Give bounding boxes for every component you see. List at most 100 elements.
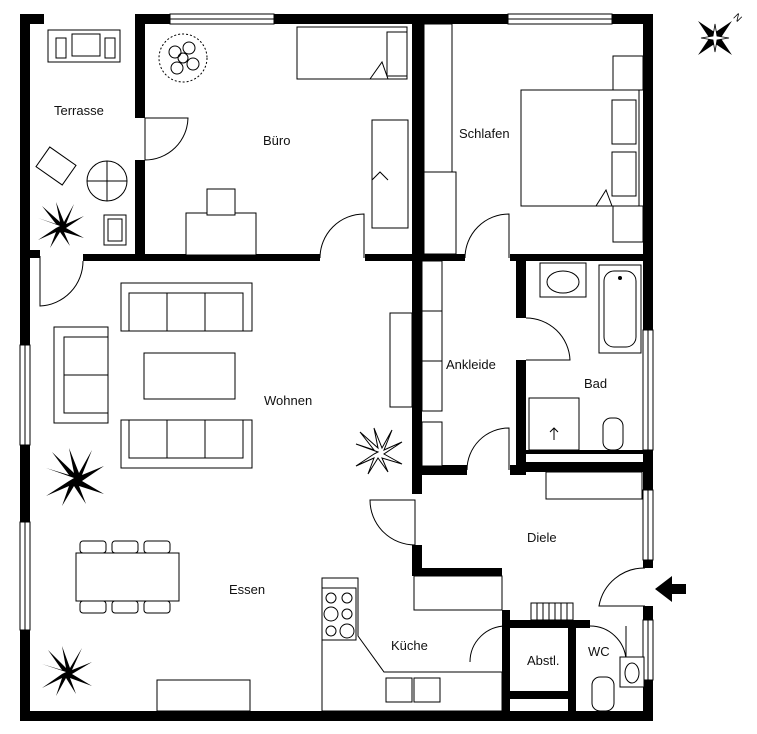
dining-table [75, 552, 180, 602]
doors [39, 117, 646, 663]
buero-shelf-box [386, 31, 408, 77]
wall-wohnen-ankleide [412, 254, 422, 494]
outer-wall-right-5 [643, 680, 653, 721]
outer-wall-top-3 [274, 14, 508, 24]
room-label-kueche: Küche [391, 638, 428, 653]
wc-furniture [591, 656, 645, 712]
plant-icon [38, 202, 84, 248]
stove [321, 587, 357, 641]
sideboard [156, 679, 251, 712]
room-label-diele: Diele [527, 530, 557, 545]
schlafen-furniture [423, 23, 644, 255]
kitchen-sink-2 [413, 677, 441, 703]
kitchen-upper-cabinet [413, 575, 503, 611]
room-labels: Terrasse Büro Schlafen Wohnen Ankleide B… [54, 103, 610, 668]
diele-cabinet [545, 471, 643, 500]
wall-abstl-top [502, 620, 572, 628]
wall-schlafen-bottom-1 [420, 254, 465, 261]
wall-wohnen-diele [412, 545, 422, 575]
room-label-abstl: Abstl. [527, 653, 560, 668]
outer-wall-top-4 [612, 14, 653, 24]
entrance-arrow-icon [655, 576, 686, 602]
diele-furniture [530, 471, 643, 621]
door-entrance [598, 567, 646, 607]
plant-icon [355, 427, 403, 475]
kitchen-sink-1 [385, 677, 413, 703]
buero-desk [185, 212, 257, 256]
room-label-terrasse: Terrasse [54, 103, 104, 118]
nightstand-1 [612, 55, 644, 91]
room-label-wc: WC [588, 644, 610, 659]
compass-rose-icon: N [698, 12, 744, 55]
wall-abstl-wc [568, 620, 576, 711]
plant-icon [42, 646, 92, 696]
ankleide-closet [421, 260, 443, 412]
door-ankleide [466, 427, 510, 471]
windows [19, 13, 654, 681]
outer-wall-top-2 [140, 14, 170, 24]
door-schlafen [464, 213, 510, 259]
room-label-bad: Bad [584, 376, 607, 391]
ankleide-cabinet [421, 421, 443, 467]
outer-wall-left-3 [20, 630, 30, 721]
compass-north-letter: N [731, 12, 744, 25]
room-label-essen: Essen [229, 582, 265, 597]
outer-wall-left-terrasse [20, 14, 30, 258]
door-abstl [469, 625, 507, 663]
bad-furniture [528, 262, 642, 451]
coffee-table [143, 352, 236, 400]
ankleide-furniture [421, 260, 443, 467]
outer-wall-bottom [20, 711, 653, 721]
wall-terrasse-buero-1 [135, 14, 145, 118]
door-wohnen-diele [369, 499, 416, 546]
wardrobe-bottom [423, 171, 457, 255]
toilet-bad [602, 417, 624, 451]
outer-wall-left-1 [20, 258, 30, 345]
toilet-wc [591, 676, 615, 712]
wall-terrasse-buero-2 [135, 160, 145, 260]
nightstand-2 [612, 205, 644, 243]
outer-wall-top-1 [20, 14, 44, 24]
wall-buero-schlafen [412, 14, 424, 264]
wall-ankleide-bad-2 [516, 360, 526, 472]
wall-bad-bottom [516, 462, 653, 472]
wohnen-furniture [46, 282, 413, 506]
door-buero-terrasse [144, 117, 189, 161]
wall-buero-wohnen-2 [365, 254, 420, 261]
door-terrasse-wohnen [39, 256, 84, 307]
room-label-wohnen: Wohnen [264, 393, 312, 408]
outer-wall-left-2 [20, 445, 30, 522]
terrace-chair-1 [35, 146, 77, 186]
door-wc [589, 625, 627, 661]
room-label-buero: Büro [263, 133, 290, 148]
door-bad [525, 317, 571, 361]
wc-sink [619, 656, 645, 688]
plant-icon [158, 33, 208, 83]
wall-buero-wohnen-1 [83, 254, 320, 261]
wall-ankleide-bottom-2 [510, 465, 526, 475]
buero-furniture [158, 26, 409, 256]
kueche-furniture [321, 575, 503, 712]
terrasse-furniture [35, 29, 128, 248]
room-label-schlafen: Schlafen [459, 126, 510, 141]
kitchen-counter [321, 577, 503, 712]
wall-ankleide-bad-1 [516, 258, 526, 318]
terrace-bench-seat [71, 33, 101, 57]
buero-chair [206, 188, 236, 216]
wall-ankleide-bottom-1 [412, 465, 467, 475]
shoe-rack [530, 602, 574, 621]
outer-wall-right-4 [643, 606, 653, 620]
wall-wc-top [576, 620, 590, 628]
wall-bad-bottom-inner [526, 450, 643, 454]
pillow-2 [611, 151, 637, 197]
plant-icon [46, 448, 104, 506]
shower [528, 397, 580, 451]
tv-board [389, 312, 413, 408]
room-label-ankleide: Ankleide [446, 357, 496, 372]
wall-kueche-top [412, 568, 502, 576]
wall-terrasse-bottom [20, 250, 40, 258]
wardrobe-top [423, 23, 453, 173]
terrace-chair-2-seat [107, 218, 123, 242]
essen-furniture [42, 540, 251, 712]
